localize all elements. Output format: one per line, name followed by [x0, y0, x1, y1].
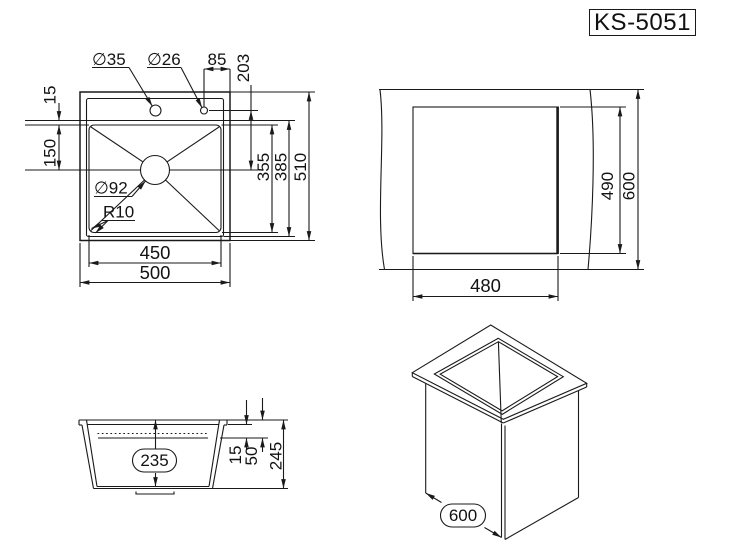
dim-ledge-depth: 50: [242, 447, 261, 466]
dim-inner-length: 385: [272, 153, 291, 181]
dim-rim-inset-depth: 15: [226, 446, 245, 465]
accessory-hole: [199, 106, 209, 115]
cutout-opening-inner: [439, 341, 559, 412]
isometric-view: 600: [411, 324, 588, 540]
dim-bowl-length: 355: [254, 153, 273, 181]
sink-outer-edge: [79, 91, 231, 242]
model-number-badge: KS-5051: [589, 9, 696, 36]
faucet-hole: [149, 104, 162, 117]
cutout-extension-lines: [412, 106, 626, 301]
dim-worktop-depth: 600: [620, 172, 639, 200]
cutout-outline: [412, 106, 559, 255]
break-line-left: [379, 89, 386, 270]
cabinet-panels: [425, 383, 580, 540]
section-extension-lines: [220, 423, 268, 439]
model-number: KS-5051: [594, 8, 691, 36]
section-view: 235 15 50 245: [78, 398, 288, 495]
dim-drain-diameter: ∅92: [94, 179, 128, 198]
sink-rim-edge: [85, 97, 225, 238]
drain-stub: [135, 491, 175, 495]
plan-view: ∅35 ∅26 85 203 15 150 ∅92 R10 355 385 51…: [25, 50, 315, 287]
bowl-section-outline: [78, 419, 288, 495]
plan-leader-lines: [91, 66, 203, 234]
iso-dimension-line: [425, 492, 502, 538]
break-line-right: [587, 89, 594, 270]
dim-faucet-hole-diameter: ∅35: [92, 50, 126, 69]
interior-corner-edge: [497, 341, 502, 424]
dim-bowl-width: 450: [140, 242, 171, 263]
dim-drain-offset: 150: [41, 139, 60, 167]
worktop-slab-edges: [411, 372, 588, 424]
plan-dimension-lines: [56, 66, 312, 285]
cabinet-width-callout-bubble: [439, 503, 487, 528]
section-dimension-lines: [153, 398, 286, 489]
dim-corner-radius: R10: [103, 203, 134, 222]
dim-cutout-width: 480: [470, 275, 501, 296]
dim-cabinet-width: 600: [449, 506, 477, 525]
worktop-top-face: [411, 324, 588, 420]
dim-accessory-hole-diameter: ∅26: [147, 50, 181, 69]
bowl-slope-lines: [90, 126, 220, 231]
dim-hole-to-drain: 203: [234, 54, 253, 82]
cutout-dimension-lines: [412, 89, 641, 299]
dim-overall-width: 500: [140, 262, 171, 283]
dim-overall-length: 510: [291, 153, 310, 181]
dim-overall-depth: 245: [267, 442, 286, 470]
drain-hole: [139, 154, 171, 186]
bowl-edge: [88, 124, 222, 234]
dim-hole-edge-offset: 85: [208, 50, 227, 69]
dim-rim-step: 15: [41, 86, 60, 105]
dim-cutout-depth: 490: [598, 172, 617, 200]
cutout-view: 490 600 480: [379, 88, 644, 301]
dim-bowl-depth: 235: [140, 451, 168, 470]
bowl-depth-callout-bubble: [131, 448, 178, 473]
cutout-opening-outer: [433, 337, 565, 415]
